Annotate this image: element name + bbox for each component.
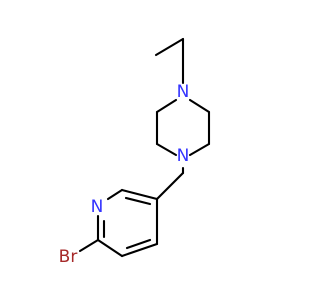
bond-piperazine-1 — [188, 98, 211, 114]
bond-pyridine-double-1 — [124, 196, 152, 206]
bond-linker-2 — [155, 171, 185, 201]
bond-pyridine-5 — [120, 242, 159, 258]
bond-piperazine-3 — [188, 142, 211, 157]
bond-piperazine-4 — [155, 142, 178, 157]
atom-n-ethyl: N — [177, 82, 190, 102]
bond-c-br — [78, 238, 100, 253]
bond-pyridine-1 — [120, 188, 159, 201]
molecule-diagram: N N N Br — [58, 37, 211, 267]
atom-br: Br — [59, 247, 78, 267]
bond-pyridine-2 — [106, 188, 124, 201]
bond-piperazine-6 — [155, 98, 178, 114]
structure-drawing: N N N Br — [59, 37, 211, 267]
bond-ethyl-ch3 — [154, 37, 185, 57]
atom-n-pyridine: N — [91, 197, 104, 217]
bond-pyridine-4 — [96, 238, 124, 258]
atom-n-benzyl: N — [177, 146, 190, 166]
bond-pyridine-double-3 — [125, 238, 152, 250]
